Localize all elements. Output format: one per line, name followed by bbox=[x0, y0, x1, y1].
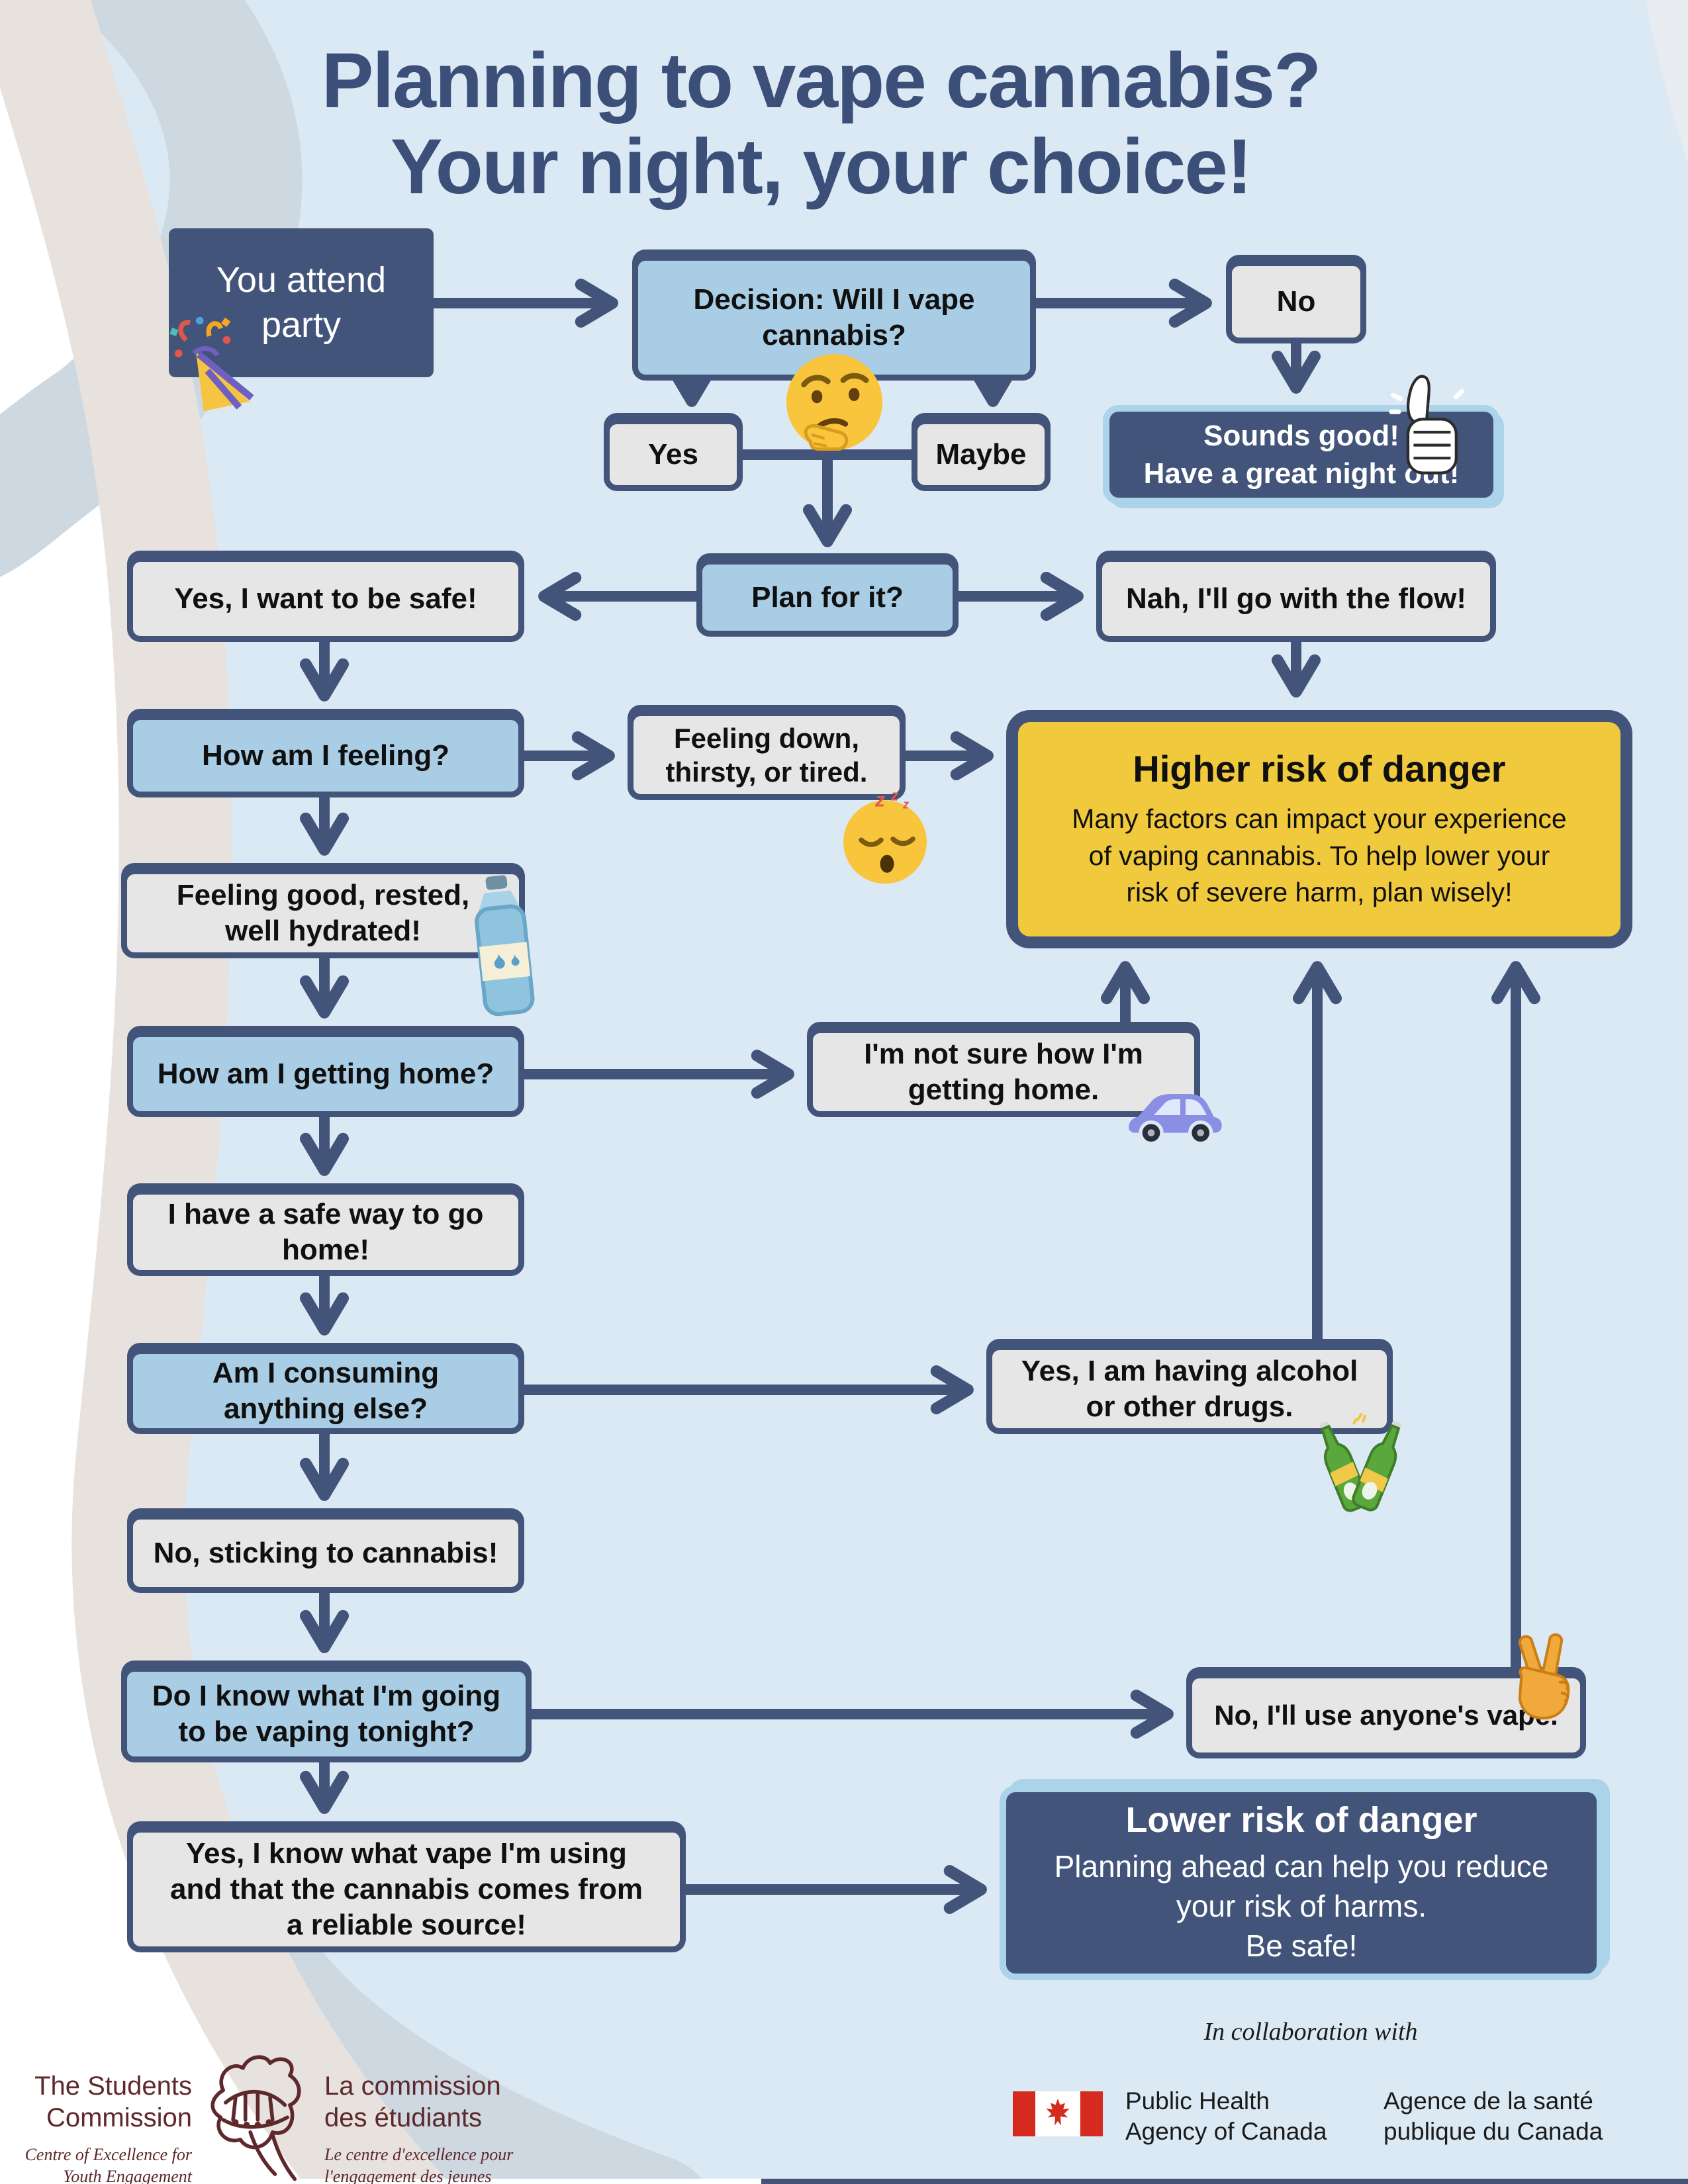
canada-flag-icon bbox=[1013, 2091, 1103, 2136]
node-consuming-else-label: Am I consuming anything else? bbox=[212, 1357, 440, 1425]
node-decision-label: Decision: Will I vape cannabis? bbox=[693, 283, 975, 351]
sleepy-face-icon: z z z bbox=[835, 784, 935, 889]
node-safe-way-home: I have a safe way to go home! bbox=[127, 1189, 524, 1276]
node-how-am-i-feeling: How am I feeling? bbox=[127, 714, 524, 797]
node-feeling-down-label: Feeling down, thirsty, or tired. bbox=[665, 722, 868, 788]
thinking-face-icon bbox=[780, 347, 889, 473]
node-maybe-label: Maybe bbox=[935, 438, 1027, 471]
thumbs-up-icon bbox=[1380, 365, 1473, 490]
node-feeling-good-label: Feeling good, rested, well hydrated! bbox=[176, 879, 470, 947]
beer-bottles-icon bbox=[1311, 1410, 1410, 1524]
node-go-with-flow: Nah, I'll go with the flow! bbox=[1096, 556, 1496, 642]
higher-risk-body: Many factors can impact your experience … bbox=[1072, 803, 1567, 908]
bottom-edge-bar bbox=[761, 2179, 1688, 2184]
node-getting-home-label: How am I getting home? bbox=[157, 1058, 494, 1091]
node-attend-party: You attend party bbox=[169, 228, 434, 377]
node-reliable-source: Yes, I know what vape I'm using and that… bbox=[127, 1827, 686, 1952]
node-plan-for-it-label: Plan for it? bbox=[751, 581, 904, 614]
node-not-sure-home-label: I'm not sure how I'm getting home. bbox=[864, 1038, 1143, 1106]
node-yes: Yes bbox=[604, 418, 743, 491]
node-decision: Decision: Will I vape cannabis? bbox=[632, 255, 1036, 381]
students-commission-tagline-en: Centre of Excellence for Youth Engagemen… bbox=[24, 2145, 192, 2184]
node-how-am-i-feeling-label: How am I feeling? bbox=[201, 739, 450, 772]
node-maybe: Maybe bbox=[912, 418, 1051, 491]
students-commission-logo bbox=[199, 2048, 314, 2184]
node-anyones-vape-label: No, I'll use anyone's vape. bbox=[1214, 1700, 1558, 1731]
node-know-vaping-label: Do I know what I'm going to be vaping to… bbox=[152, 1680, 501, 1748]
party-popper-icon bbox=[165, 311, 265, 417]
water-bottle-icon bbox=[463, 872, 543, 1019]
node-sticking-cannabis-label: No, sticking to cannabis! bbox=[153, 1537, 498, 1570]
phac-name-fr: Agence de la santé publique du Canada bbox=[1383, 2087, 1603, 2146]
node-lower-risk: Lower risk of danger Planning ahead can … bbox=[1000, 1786, 1603, 1980]
svg-text:z: z bbox=[890, 787, 899, 803]
node-no-label: No bbox=[1276, 285, 1316, 318]
higher-risk-title: Higher risk of danger bbox=[1133, 748, 1506, 790]
node-reliable-source-label: Yes, I know what vape I'm using and that… bbox=[170, 1837, 643, 1941]
node-not-sure-home: I'm not sure how I'm getting home. bbox=[807, 1027, 1200, 1117]
peace-hand-icon bbox=[1495, 1629, 1584, 1730]
node-feeling-down: Feeling down, thirsty, or tired. bbox=[628, 710, 906, 800]
svg-text:z: z bbox=[902, 797, 909, 811]
node-yes-label: Yes bbox=[648, 438, 698, 471]
node-consuming-else: Am I consuming anything else? bbox=[127, 1348, 524, 1434]
phac-name-en: Public Health Agency of Canada bbox=[1125, 2087, 1327, 2146]
node-know-vaping: Do I know what I'm going to be vaping to… bbox=[121, 1666, 532, 1762]
svg-text:z: z bbox=[874, 789, 885, 811]
node-want-to-be-safe-label: Yes, I want to be safe! bbox=[174, 582, 477, 615]
node-safe-way-home-label: I have a safe way to go home! bbox=[167, 1198, 484, 1266]
node-want-to-be-safe: Yes, I want to be safe! bbox=[127, 556, 524, 642]
node-no: No bbox=[1226, 260, 1366, 343]
node-alcohol-drugs: Yes, I am having alcohol or other drugs. bbox=[986, 1344, 1393, 1434]
page-title: Planning to vape cannabis? Your night, y… bbox=[321, 37, 1322, 210]
lower-risk-body: Planning ahead can help you reduce your … bbox=[1054, 1849, 1549, 1963]
node-attend-party-label: You attend party bbox=[216, 260, 387, 345]
students-commission-name-fr: La commission des étudiants bbox=[324, 2071, 501, 2132]
node-sticking-cannabis: No, sticking to cannabis! bbox=[127, 1514, 524, 1593]
node-getting-home: How am I getting home? bbox=[127, 1031, 524, 1117]
collaboration-note: In collaboration with bbox=[1203, 2018, 1418, 2046]
node-feeling-good: Feeling good, rested, well hydrated! bbox=[121, 868, 525, 958]
node-higher-risk: Higher risk of danger Many factors can i… bbox=[1006, 710, 1632, 948]
students-commission-tagline-fr: Le centre d'excellence pour l'engagement… bbox=[324, 2145, 514, 2184]
node-go-with-flow-label: Nah, I'll go with the flow! bbox=[1126, 582, 1466, 615]
node-sounds-good: Sounds good! Have a great night out! bbox=[1103, 405, 1500, 504]
node-alcohol-drugs-label: Yes, I am having alcohol or other drugs. bbox=[1021, 1355, 1358, 1423]
car-icon bbox=[1122, 1075, 1228, 1155]
node-plan-for-it: Plan for it? bbox=[696, 559, 959, 637]
lower-risk-title: Lower risk of danger bbox=[1125, 1800, 1477, 1841]
students-commission-name-en: The Students Commission bbox=[34, 2071, 192, 2132]
